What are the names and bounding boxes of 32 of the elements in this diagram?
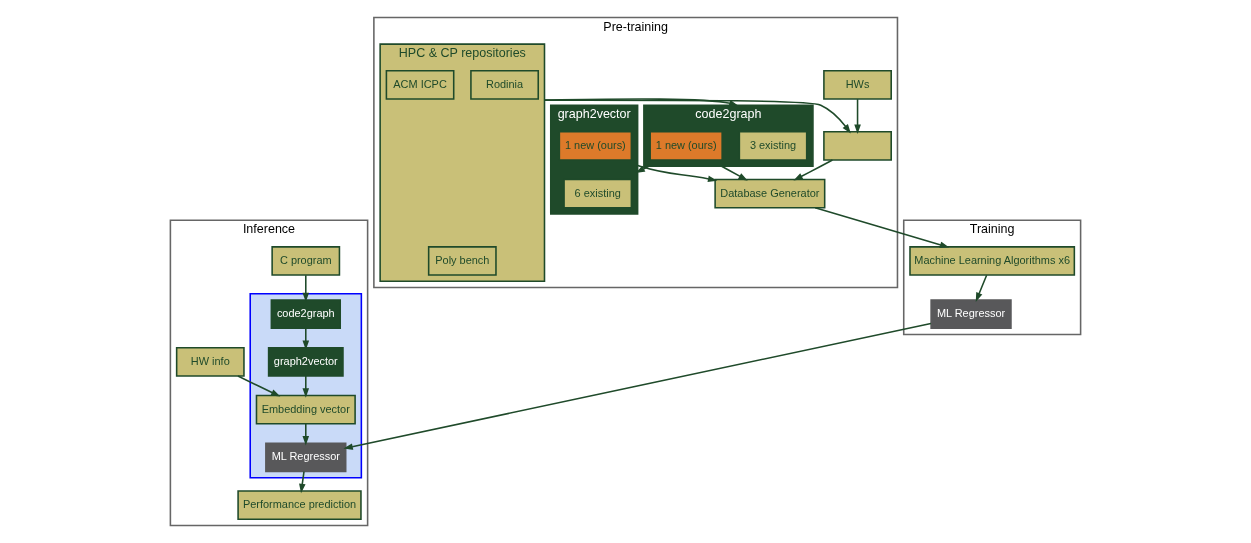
node-box: Poly bench bbox=[427, 246, 497, 276]
node-box: Performance prediction bbox=[237, 490, 362, 520]
arrow bbox=[543, 98, 739, 107]
arrow bbox=[302, 274, 310, 303]
arrow bbox=[793, 159, 834, 181]
node-box: code2graph bbox=[270, 299, 341, 330]
arrow bbox=[814, 207, 950, 248]
node-box: ML Regressor bbox=[265, 442, 347, 473]
arrow bbox=[302, 327, 310, 350]
node-box bbox=[823, 131, 892, 161]
node-box: C program bbox=[271, 246, 341, 276]
arrow bbox=[302, 423, 310, 446]
node-box: 1 new (ours) bbox=[649, 131, 723, 161]
node-box: HW info bbox=[175, 347, 245, 377]
node-box: 6 existing bbox=[563, 178, 633, 209]
node-box: Database Generator bbox=[714, 178, 826, 209]
arrow bbox=[975, 274, 988, 302]
arrow bbox=[543, 99, 851, 134]
arrow bbox=[302, 375, 310, 398]
node-box: 1 new (ours) bbox=[558, 131, 633, 161]
arrow bbox=[237, 375, 281, 397]
node-box: 3 existing bbox=[738, 131, 808, 161]
arrow bbox=[854, 98, 861, 135]
node-box: Embedding vector bbox=[255, 394, 356, 425]
node-box: Rodinia bbox=[470, 69, 540, 100]
node-box: ML Regressor bbox=[930, 299, 1012, 330]
node-box: graph2vector bbox=[267, 347, 344, 377]
arrow bbox=[720, 165, 748, 181]
arrow bbox=[343, 322, 932, 450]
node-box: HWs bbox=[823, 69, 892, 100]
node-box: ACM ICPC bbox=[385, 69, 455, 100]
node-box: Machine Learning Algorithms x6 bbox=[909, 246, 1076, 276]
